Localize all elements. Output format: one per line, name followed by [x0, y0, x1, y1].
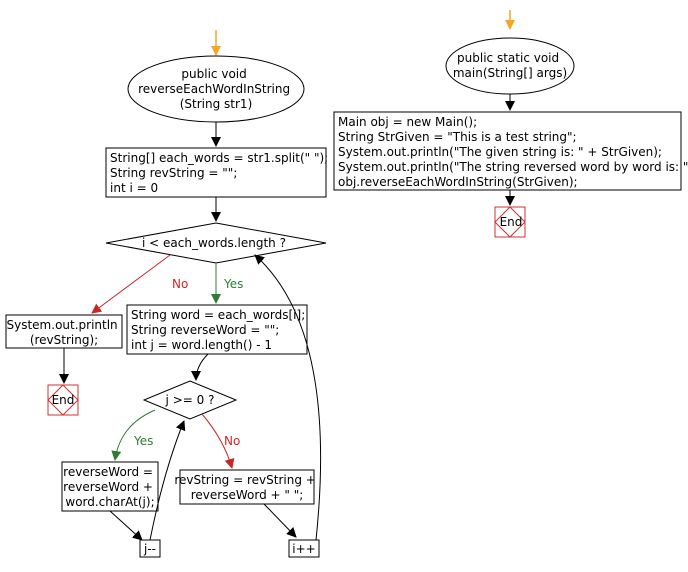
- main-body-line-4: System.out.println("The string reversed …: [338, 160, 688, 174]
- label-no-inner: No: [224, 434, 240, 448]
- i-increment-text: i++: [292, 542, 315, 556]
- main-body-line-1: Main obj = new Main();: [338, 115, 477, 129]
- init-line-1: String[] each_words = str1.split(" ");: [110, 151, 328, 165]
- end-right-text: End: [500, 215, 523, 229]
- append-word-box: revString = revString + reverseWord + " …: [174, 469, 319, 505]
- label-yes-inner: Yes: [133, 434, 153, 448]
- arrow-word-to-inner: [191, 353, 209, 381]
- print-revstring-box: System.out.println (revString);: [5, 314, 123, 349]
- print-rev-line-1: System.out.println: [7, 318, 118, 332]
- append-char-line-3: word.charAt(j);: [65, 495, 154, 509]
- word-init-line-1: String word = each_words[i];: [131, 308, 305, 322]
- arrow-iinc-loop-back: [254, 254, 322, 541]
- svg-text:public static void main(: public static void main(String[] args): [453, 51, 567, 80]
- word-init-line-2: String reverseWord = "";: [131, 323, 279, 337]
- main-body-line-3: System.out.println("The given string is:…: [338, 145, 662, 159]
- j-decrement-text: j--: [143, 542, 156, 556]
- append-char-line-2: reverseWord +: [63, 480, 153, 494]
- arrow-append-word-to-iinc: [263, 503, 297, 538]
- inner-condition-text: j >= 0 ?: [165, 393, 215, 407]
- arrow-inner-no: [201, 413, 235, 469]
- main-body-line-5: obj.reverseEachWordInString(StrGiven);: [338, 175, 578, 189]
- end-node-left: End: [47, 384, 79, 416]
- method-start-line-3: (String str1): [180, 97, 253, 111]
- arrow-loop-no: [91, 254, 171, 314]
- word-init-line-3: int j = word.length() - 1: [131, 338, 272, 352]
- end-node-right: End: [494, 206, 526, 238]
- init-line-2: String revString = "";: [110, 166, 237, 180]
- svg-text:public void reverseEachW: public void reverseEachWordInString (Str…: [138, 67, 294, 111]
- main-body-box: Main obj = new Main(); String StrGiven =…: [333, 111, 688, 191]
- loop-condition-decision: i < each_words.length ?: [105, 222, 327, 264]
- label-yes-outer: Yes: [223, 277, 243, 291]
- svg-text:reverseWord = reverseWor: reverseWord = reverseWord + word.charAt(…: [63, 465, 157, 509]
- init-line-3: int i = 0: [110, 181, 158, 195]
- main-body-line-2: String StrGiven = "This is a test string…: [338, 130, 577, 144]
- append-char-line-1: reverseWord =: [63, 465, 153, 479]
- main-start-line-1: public static void: [457, 51, 559, 65]
- init-process-box: String[] each_words = str1.split(" "); S…: [105, 147, 332, 198]
- append-word-line-2: reverseWord + " ";: [191, 488, 304, 502]
- arrow-jdec-loop-back: [149, 420, 186, 541]
- svg-text:Main obj = new Main(); S: Main obj = new Main(); String StrGiven =…: [338, 115, 688, 189]
- svg-text:String word = each_words[i];: String word = each_words[i]; String reve…: [131, 308, 309, 352]
- end-left-text: End: [52, 393, 75, 407]
- main-start-node: public static void main(String[] args): [445, 37, 575, 95]
- label-no-outer: No: [172, 277, 188, 291]
- method-start-node: public void reverseEachWordInString (Str…: [127, 55, 305, 123]
- main-start-line-2: main(String[] args): [453, 66, 567, 80]
- append-char-box: reverseWord = reverseWord + word.charAt(…: [61, 461, 159, 512]
- arrow-inner-yes: [111, 409, 156, 461]
- method-start-line-2: reverseEachWordInString: [138, 82, 290, 96]
- svg-text:String[] each_words = str1.spl: String[] each_words = str1.split(" "); S…: [110, 151, 332, 195]
- print-rev-line-2: (revString);: [30, 333, 98, 347]
- i-increment-box: i++: [288, 539, 320, 558]
- word-init-box: String word = each_words[i]; String reve…: [126, 304, 309, 355]
- loop-condition-text: i < each_words.length ?: [142, 236, 286, 250]
- append-word-line-1: revString = revString +: [174, 473, 316, 487]
- svg-text:System.out.println (revS: System.out.println (revString);: [7, 318, 122, 347]
- arrow-append-char-to-jdec: [109, 510, 143, 541]
- inner-condition-decision: j >= 0 ?: [142, 380, 238, 420]
- j-decrement-box: j--: [139, 539, 161, 558]
- svg-text:revString = revString +: revString = revString + reverseWord + " …: [174, 473, 319, 502]
- method-start-line-1: public void: [181, 67, 246, 81]
